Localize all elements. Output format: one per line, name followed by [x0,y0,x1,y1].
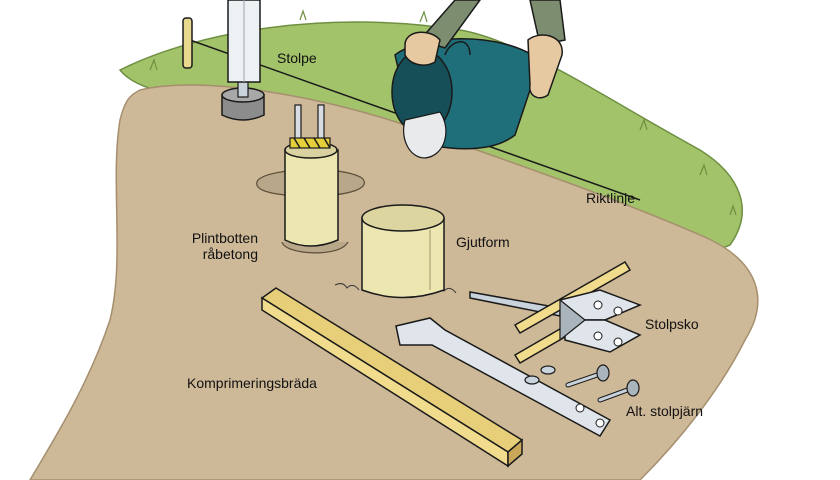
guide-stake [182,17,193,69]
label-plintbotten-line1: Plintbotten [191,230,258,246]
post-anchor-bar [395,317,612,437]
post-shoe [469,260,643,365]
form-tube [334,204,457,299]
label-plintbotten: Plintbotten råbetong [178,230,258,262]
label-alt-stolpjarn: Alt. stolpjärn [626,403,704,419]
label-plintbotten-line2: råbetong [202,246,258,262]
bucket-with-concrete [391,0,566,159]
hardware-bolts [524,364,640,403]
grass-tufts [149,9,737,216]
label-stolpe: Stolpe [277,50,317,66]
label-komprimeringsbrada: Komprimeringsbräda [187,375,317,391]
post-assembly [221,0,265,121]
compaction-board [260,287,524,468]
label-stolpsko: Stolpsko [645,316,699,332]
label-gjutform: Gjutform [456,234,510,250]
label-riktlinje: Riktlinje [586,190,636,206]
footing-with-shoe [256,104,365,254]
